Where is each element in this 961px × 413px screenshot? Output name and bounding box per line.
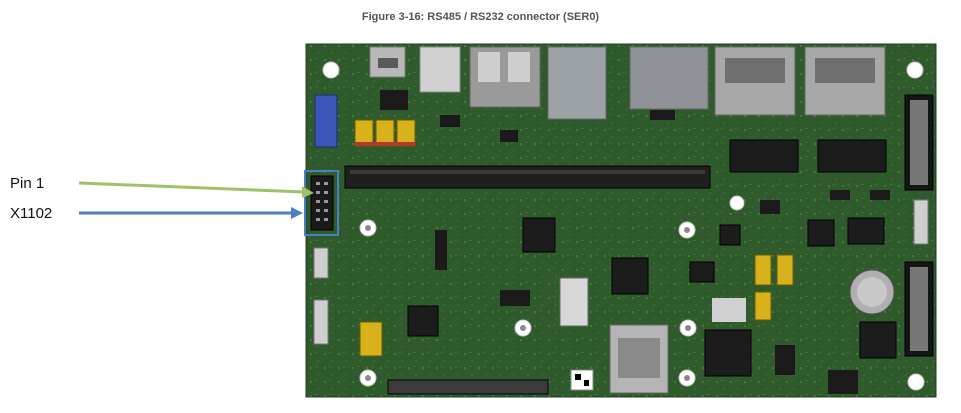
x1102-connector	[310, 175, 334, 231]
x1102-highlight-box	[304, 170, 339, 236]
qr-code	[570, 369, 594, 391]
figure-caption: Figure 3-16: RS485 / RS232 connector (SE…	[361, 11, 600, 23]
dip-switch	[559, 277, 589, 327]
connector-label: X1102	[10, 205, 53, 222]
top-connectors	[369, 46, 886, 120]
capacitors	[354, 119, 794, 357]
pin1-label: Pin 1	[10, 175, 45, 192]
blue-header	[314, 94, 338, 148]
connector-arrow	[79, 207, 303, 219]
pin1-arrow	[78, 181, 314, 198]
ics	[407, 139, 897, 377]
module-slot	[344, 165, 711, 189]
bottom-connector	[387, 379, 549, 395]
